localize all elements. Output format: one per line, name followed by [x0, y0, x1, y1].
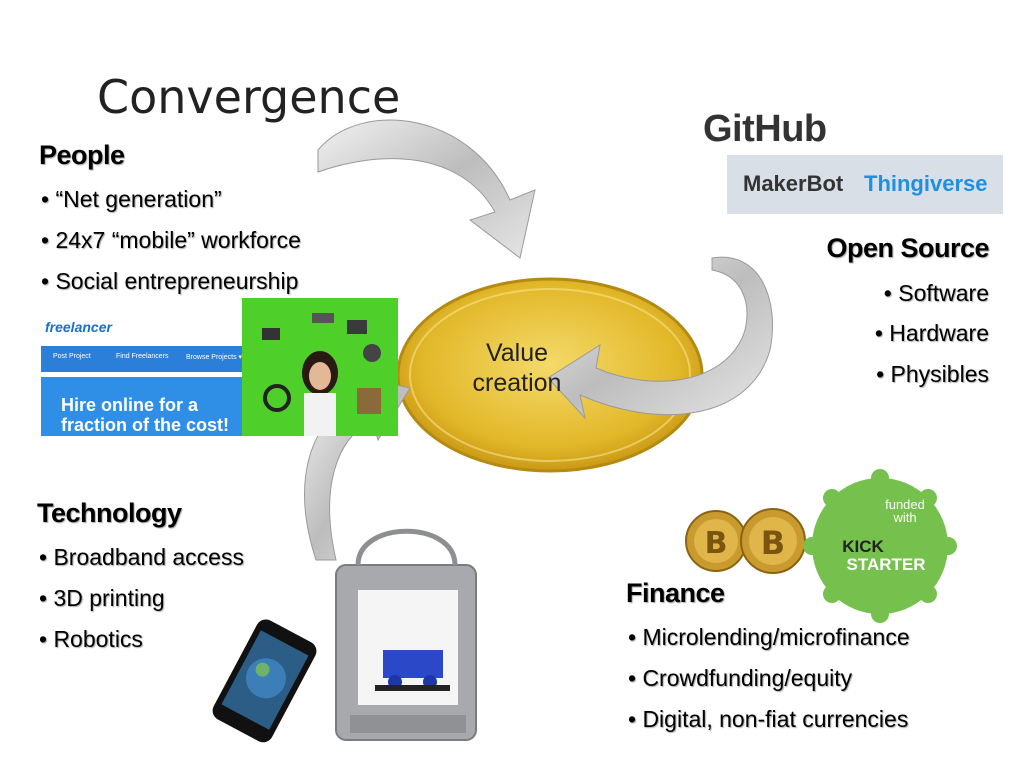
freelancer-nav-browse: Browse Projects ▾: [186, 354, 243, 361]
technology-bullet-2: • 3D printing: [39, 585, 165, 611]
github-logo: GitHub: [703, 108, 827, 150]
people-bullet-3: • Social entrepreneurship: [41, 268, 299, 294]
freelancer-banner-line2: fraction of the cost!: [61, 415, 230, 435]
kickstarter-kick: KICK: [842, 537, 884, 556]
technology-heading: Technology: [37, 498, 182, 528]
people-bullet-2: • 24x7 “mobile” workforce: [41, 227, 301, 253]
technology-bullet-1: • Broadband access: [39, 544, 244, 570]
gadgets-photo-image: [242, 298, 398, 436]
kickstarter-with: with: [893, 510, 917, 525]
finance-bullet-3: • Digital, non-fiat currencies: [628, 706, 909, 732]
kickstarter-badge-text: funded with KICK STARTER: [812, 498, 948, 574]
thingiverse-text: Thingiverse: [864, 171, 988, 196]
svg-text:B: B: [705, 526, 728, 561]
finance-bullet-2: • Crowdfunding/equity: [628, 665, 853, 691]
open-source-bullet-3: • Physibles: [876, 361, 989, 387]
freelancer-nav-find: Find Freelancers: [116, 353, 169, 360]
smartphone-image: [212, 619, 317, 743]
makerbot-text: MakerBot: [743, 171, 844, 196]
finance-heading: Finance: [626, 578, 725, 608]
freelancer-nav-post: Post Project: [53, 353, 91, 360]
kickstarter-badge: [803, 469, 957, 623]
bitcoin-coins-image: B B: [685, 508, 806, 574]
kickstarter-funded: funded: [885, 497, 925, 512]
people-heading: People: [39, 140, 125, 170]
value-creation-label-line1: Value: [485, 339, 549, 367]
value-creation-label: Value creation: [462, 338, 572, 398]
technology-bullet-3: • Robotics: [39, 626, 143, 652]
people-bullet-1: • “Net generation”: [41, 186, 222, 212]
freelancer-banner-line1: Hire online for a: [61, 395, 199, 415]
value-creation-label-line2: creation: [472, 369, 562, 397]
finance-bullet-1: • Microlending/microfinance: [628, 624, 910, 650]
makerbot-thingiverse-logo: MakerBot Thingiverse: [727, 155, 1003, 214]
kickstarter-starter: STARTER: [846, 555, 926, 574]
open-source-heading: Open Source: [826, 233, 989, 263]
open-source-bullet-1: • Software: [883, 280, 989, 306]
freelancer-logo: freelancer: [45, 319, 112, 335]
open-source-bullet-2: • Hardware: [874, 320, 989, 346]
slide-title: Convergence: [97, 70, 401, 124]
svg-text:B: B: [761, 524, 785, 562]
arrow-open-source: [547, 256, 773, 420]
3d-printer-image: [335, 528, 477, 741]
arrow-people: [317, 119, 536, 259]
